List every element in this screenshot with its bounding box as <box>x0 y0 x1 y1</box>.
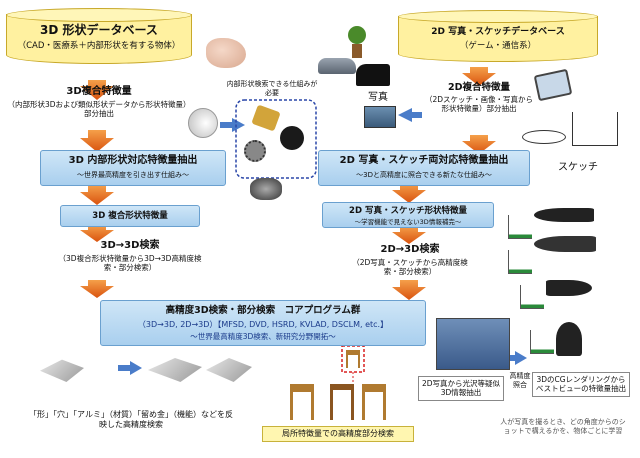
right-extract-sub: 〜3Dと高精度に照合できる新たな仕組み〜 <box>356 171 492 179</box>
plot-4-image <box>530 330 554 354</box>
arrow-left-2 <box>80 130 114 152</box>
arrow-blue-photo <box>398 108 422 122</box>
right-extract-title: 2D 写真・スケッチ両対応特徴量抽出 <box>339 155 509 166</box>
arrow-left-3 <box>80 185 114 205</box>
core-title: 高精度3D検索・部分検索 コアプログラム群 <box>165 305 361 316</box>
arrow-left-1 <box>80 80 114 100</box>
left-feat-desc: （内部形状3Dおよび類似形状データから形状特徴量）部分抽出 <box>7 100 191 119</box>
car-image <box>318 58 356 74</box>
right-comp-sub: 〜学習機能で見えない3D情報補完〜 <box>354 218 462 226</box>
left-search-desc: （3D複合形状特徴量から3D→3D高精度検索・部分検索） <box>58 254 202 273</box>
arrow-right-1 <box>462 67 496 86</box>
photo-image <box>364 106 396 128</box>
plot-2-image <box>508 250 532 274</box>
roll-image <box>188 108 218 138</box>
right-feat-box: 2D複合特徴量 （2Dスケッチ・画像・写真から形状特徴量）部分抽出 <box>422 82 536 134</box>
right-search-title: 2D→3D検索 <box>380 244 440 255</box>
left-feat-box: 3D複合特徴量 （内部形状3Dおよび類似形状データから形状特徴量）部分抽出 <box>6 86 192 130</box>
right-db-cylinder: 2D 写真・スケッチデータベース （ゲーム・通信系） <box>398 10 598 66</box>
arrow-right-5 <box>392 280 426 300</box>
photo-label: 写真 <box>368 92 388 103</box>
jet-4-image <box>556 322 582 356</box>
jet-2-image <box>534 236 596 252</box>
plot-1-image <box>508 215 532 239</box>
left-search-title: 3D→3D検索 <box>100 240 160 251</box>
right-feat-title: 2D複合特徴量 <box>448 82 510 93</box>
cg-render-caption: 3DのCGレンダリングからベストビューの特徴量抽出 <box>532 372 630 397</box>
plant-image <box>346 26 368 60</box>
right-comp-box: 2D 写真・スケッチ形状特徴量 〜学習機能で見えない3D情報補完〜 <box>322 202 494 228</box>
jet-1-image <box>534 208 594 222</box>
arrow-right-4 <box>392 226 426 244</box>
plot-3-image <box>520 285 544 309</box>
inner-shape-frame <box>235 99 317 179</box>
jet-3-image <box>546 280 592 296</box>
chair-1-image <box>290 384 314 420</box>
bottom-left-caption: 「形」「穴」「アルミ」（材質）「留め金」（機能）などを反映した高精度検索 <box>29 410 233 429</box>
chair-2-image <box>330 384 354 420</box>
jet-photo-image <box>436 318 510 370</box>
sketch-castle-image <box>572 112 618 146</box>
piano-image <box>356 64 390 86</box>
learn-caption: 人が写真を撮るとき、どの角度からのショットで構えるかを、物体ごとに学習 <box>500 418 626 435</box>
arrow-left-5 <box>80 280 114 298</box>
left-comp-box: 3D 複合形状特徴量 <box>60 205 200 227</box>
photo-3d-caption: 2D写真から光沢等疑似3D情報抽出 <box>418 376 504 401</box>
left-extract-box: 3D 内部形状対応特徴量抽出 〜世界最高精度を引き出す仕組み〜 <box>40 150 226 186</box>
left-extract-sub: 〜世界最高精度を引き出す仕組み〜 <box>77 171 189 179</box>
right-search-box: 2D→3D検索 （2D写真・スケッチから高精度検索・部分検索） <box>340 244 480 282</box>
local-feature-caption: 局所特徴量での高精度部分検索 <box>262 426 414 442</box>
sketch-label: スケッチ <box>558 162 598 173</box>
chair-3-image <box>362 384 386 420</box>
left-feat-title: 3D複合特徴量 <box>66 86 132 97</box>
arrow-blue-in <box>220 118 245 132</box>
inner-shape-label: 内部形状検索できる仕組みが必要 <box>226 80 318 97</box>
right-extract-box: 2D 写真・スケッチ両対応特徴量抽出 〜3Dと高精度に照合できる新たな仕組み〜 <box>318 150 530 186</box>
part-dark-image <box>280 126 304 150</box>
chair-small-image <box>346 350 360 368</box>
sketch-airplane-image <box>522 130 566 144</box>
match-caption: 高精度照合 <box>509 372 531 389</box>
arrow-right-2 <box>462 135 496 154</box>
left-extract-title: 3D 内部形状対応特徴量抽出 <box>68 155 198 166</box>
arrow-match <box>505 351 527 365</box>
left-db-cylinder: 3D 形状データベース （CAD・医療系＋内部形状を有する物体） <box>6 8 192 68</box>
arrow-blue-bottom <box>118 361 142 375</box>
arrow-left-4 <box>80 225 114 242</box>
left-comp-title: 3D 複合形状特徴量 <box>92 211 168 221</box>
left-search-box: 3D→3D検索 （3D複合形状特徴量から3D→3D高精度検索・部分検索） <box>50 240 210 280</box>
right-search-desc: （2D写真・スケッチから高精度検索・部分検索） <box>352 258 468 277</box>
right-db-title: 2D 写真・スケッチデータベース <box>431 27 565 37</box>
arrow-right-3 <box>392 183 426 203</box>
right-feat-desc: （2Dスケッチ・画像・写真から形状特徴量）部分抽出 <box>424 95 534 114</box>
core-line3: 〜世界最高精度3D検索、新研究分野開拓〜 <box>190 332 336 341</box>
right-db-subtitle: （ゲーム・通信系） <box>459 41 537 51</box>
core-line2: （3D→3D, 2D→3D）【MFSD, DVD, HSRD, KVLAD, D… <box>137 320 389 329</box>
right-comp-title: 2D 写真・スケッチ形状特徴量 <box>349 206 467 216</box>
core-box: 高精度3D検索・部分検索 コアプログラム群 （3D→3D, 2D→3D）【MFS… <box>100 300 426 346</box>
part-gear-image <box>244 140 266 162</box>
engine-image <box>250 178 282 200</box>
chair-highlight <box>341 345 365 373</box>
organ-image <box>206 38 246 68</box>
left-db-subtitle: （CAD・医療系＋内部形状を有する物体） <box>17 41 181 51</box>
left-db-title: 3D 形状データベース <box>40 23 158 37</box>
